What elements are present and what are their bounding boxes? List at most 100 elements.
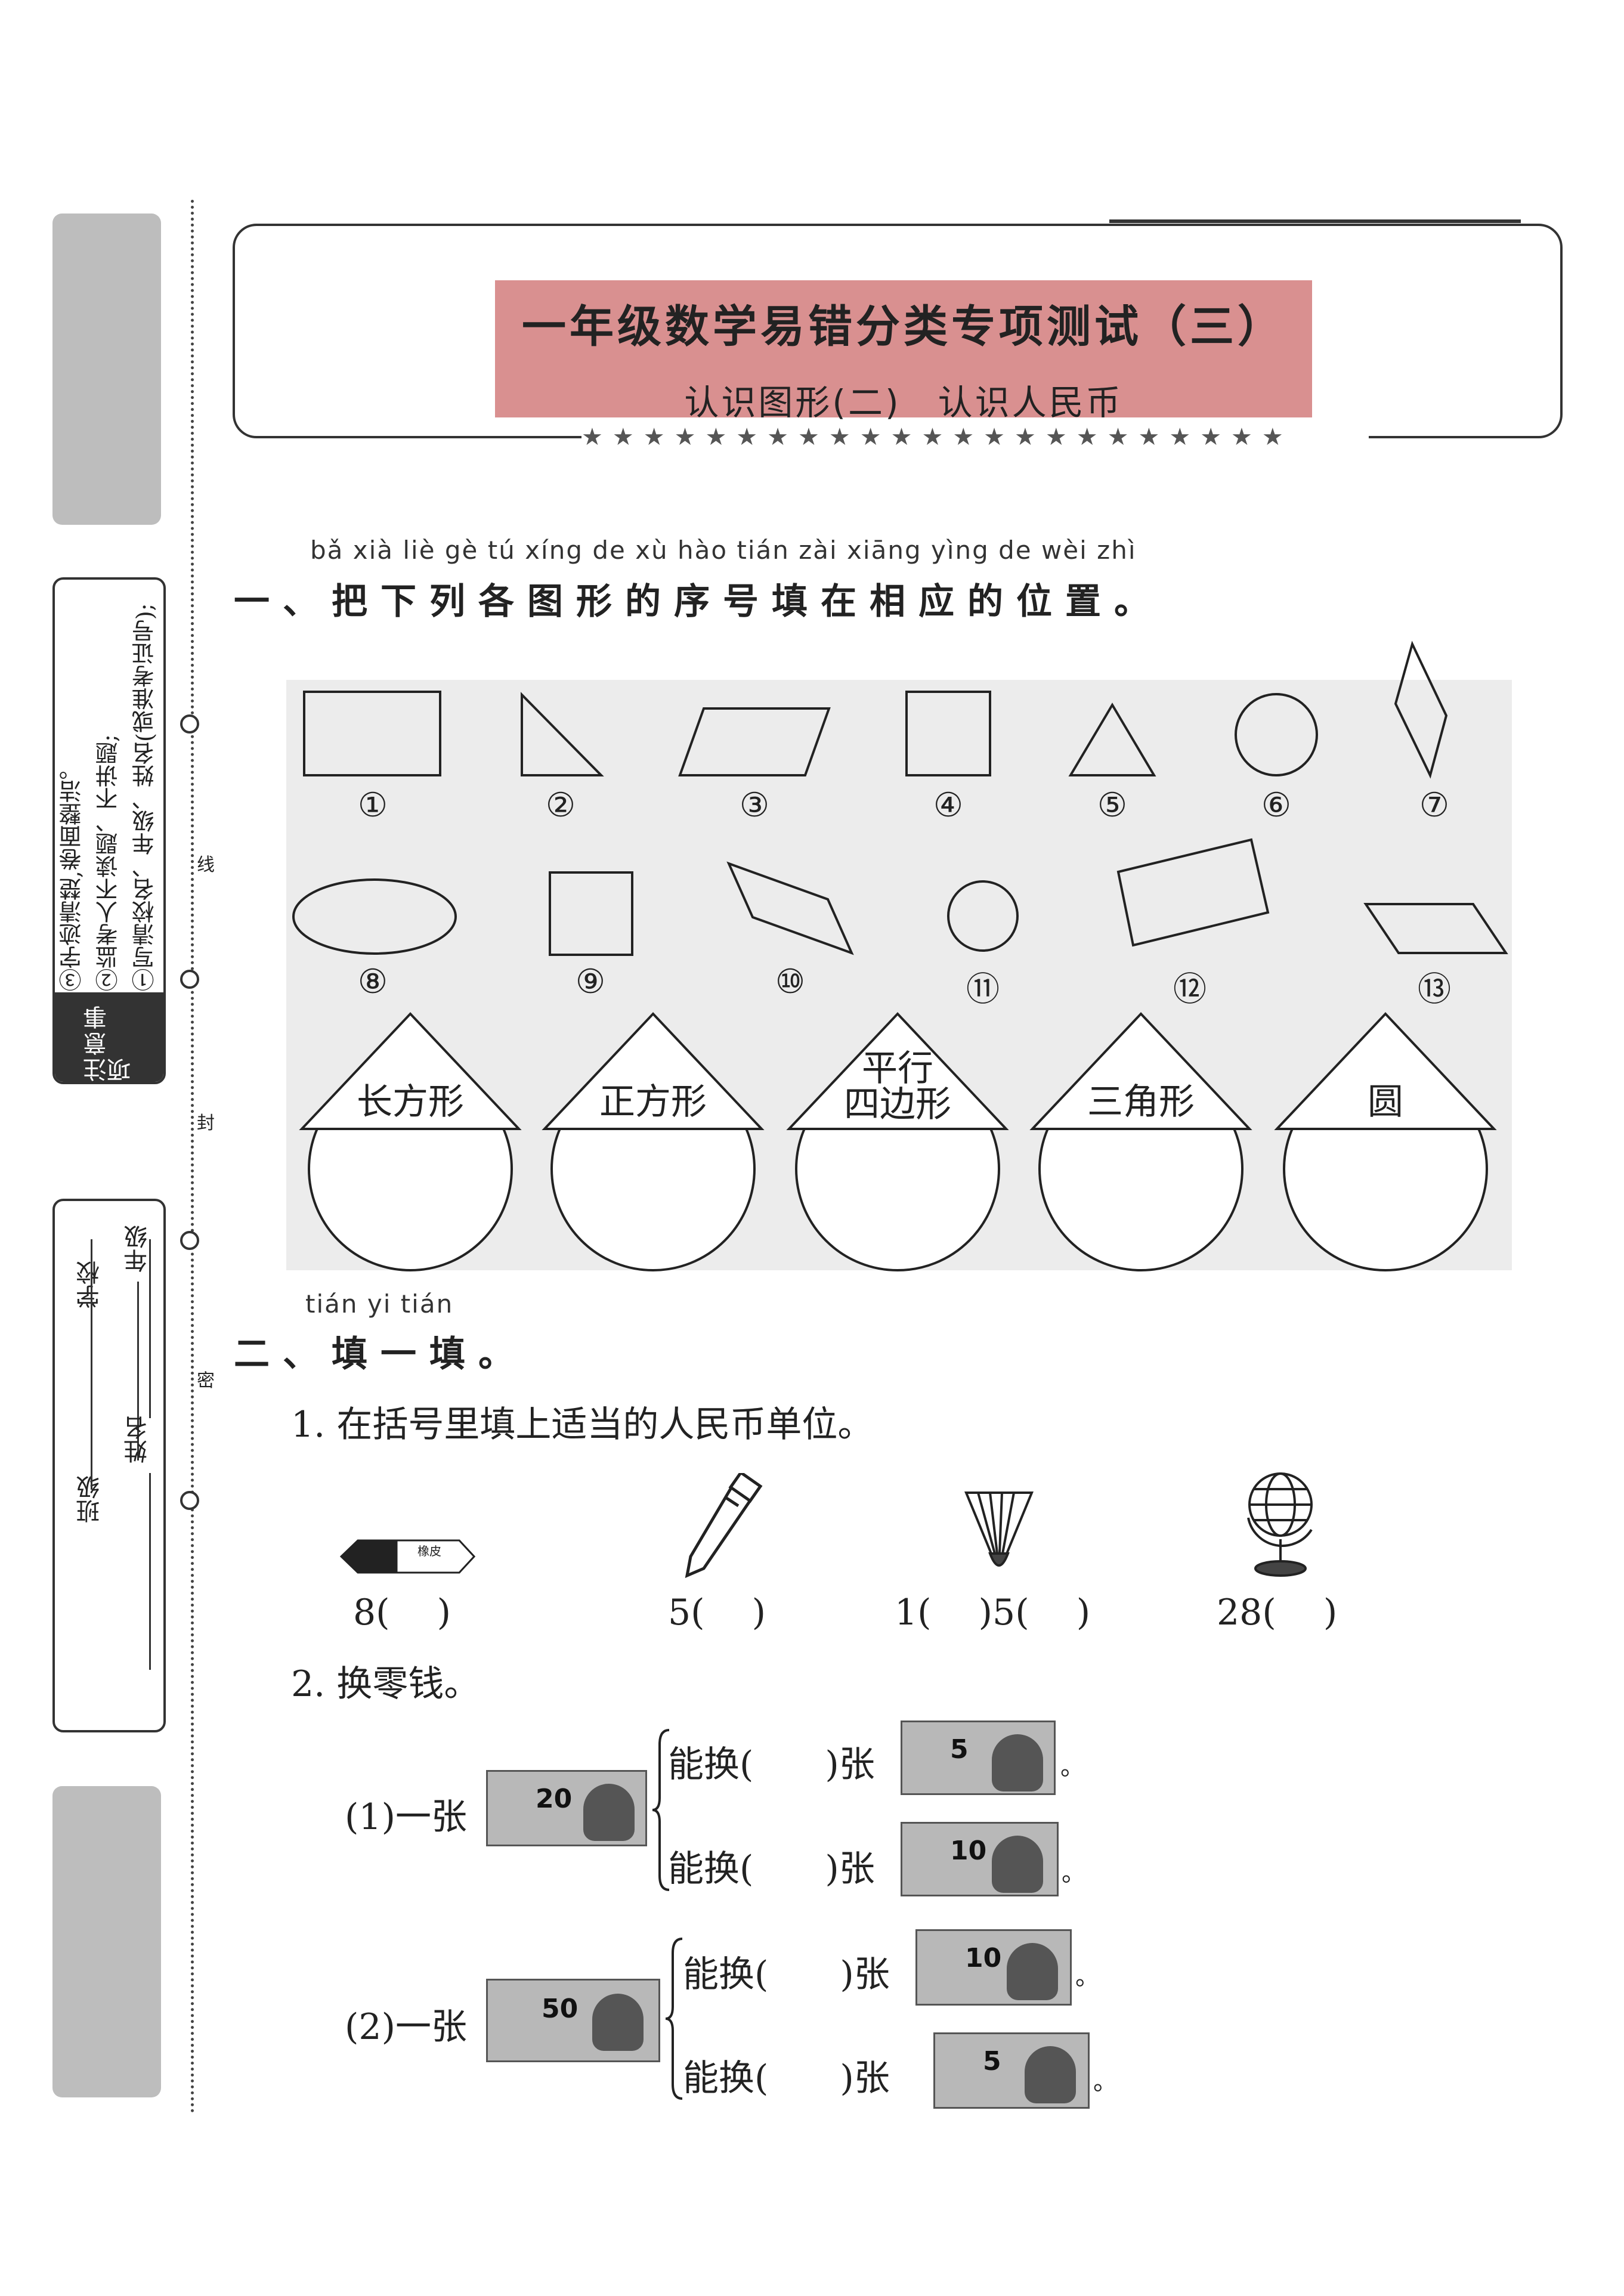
brace-2 [665, 1938, 683, 2100]
house-roof-3 [786, 1012, 1009, 1130]
q1-pinyin: bǎ xià liè gè tú xíng de xù hào tián zài… [310, 536, 1137, 565]
bill-5-a: 5 [901, 1721, 1056, 1795]
exchange-2a-period: 。 [1075, 1963, 1099, 1991]
shape-number-7: ⑦ [1419, 786, 1450, 825]
star-divider: ★★★★★★★★★★★★★★★★★★★★★★★ [581, 423, 1293, 451]
shape-number-11: ⑪ [966, 970, 1000, 1009]
binding-hole-1 [180, 714, 199, 734]
shape-6-circle [1235, 693, 1318, 776]
binding-hole-2 [180, 970, 199, 989]
bill-10-b: 10 [915, 1929, 1072, 2006]
q2-item2-text: 2. 换零钱。 [291, 1663, 480, 1705]
shape-number-10: ⑩ [775, 963, 806, 1001]
shape-7-rhombus [1394, 640, 1448, 779]
shape-number-5: ⑤ [1097, 786, 1128, 825]
shape-number-13: ⑬ [1418, 970, 1451, 1009]
price-eraser[interactable]: 8( ) [353, 1592, 451, 1633]
shape-10-parallelogram [726, 861, 854, 955]
info-col-right: 年级 姓名 [120, 1225, 156, 1714]
cut-dotted-line [191, 200, 194, 2114]
exchange-1a-period: 。 [1060, 1753, 1084, 1781]
shapes-figure [292, 640, 1508, 1271]
answer-zone-rectangle[interactable] [334, 1139, 487, 1246]
shape-number-9: ⑨ [575, 963, 606, 1001]
bill-10-b-value: 10 [965, 1943, 1002, 1973]
globe-icon [1247, 1472, 1313, 1577]
bill-10-a-value: 10 [950, 1836, 987, 1866]
bill-50-value: 50 [542, 1994, 579, 2024]
notes-box: ③字迹清楚,卷面整洁。 ②监考人不读题、不讲题; ①写清校名、年级、姓名(或准考… [52, 577, 166, 1084]
info-label-name: 姓名 [124, 1416, 151, 1463]
shape-number-8: ⑧ [357, 963, 388, 1001]
shape-8-ellipse [292, 878, 457, 955]
info-line-grade[interactable] [149, 1239, 151, 1418]
student-info-box: 年级 姓名 学校 班级 [52, 1199, 166, 1732]
margin-gray-block-bottom [52, 1786, 161, 2097]
exchange-2-label: (2)一张 [345, 2006, 467, 2048]
answer-zone-square[interactable] [577, 1139, 729, 1246]
shuttlecock-icon [964, 1492, 1034, 1567]
page-subtitle: 认识图形(二) 认识人民币 [684, 382, 1123, 423]
q2-pinyin: tián yi tián [305, 1289, 454, 1319]
category-rectangle: 长方形 [357, 1081, 464, 1123]
page-title: 一年级数学易错分类专项测试（三） [522, 301, 1285, 352]
header-bottom-gap [581, 429, 1369, 443]
house-roof-5 [1274, 1012, 1497, 1130]
shape-2-right-triangle [521, 692, 604, 776]
brace-1 [652, 1729, 670, 1891]
header-accent-line [1109, 219, 1521, 223]
shape-number-2: ② [545, 786, 576, 825]
q1-heading: 一、把下列各图形的序号填在相应的位置。 [234, 581, 1163, 623]
answer-zone-parallelogram[interactable] [821, 1139, 974, 1246]
bill-20-value: 20 [536, 1784, 573, 1814]
shape-4-square [905, 691, 991, 776]
eraser-label: 橡皮 [417, 1544, 441, 1558]
exchange-2a-text[interactable]: 能换( )张 [683, 1954, 890, 1995]
title-band [495, 280, 1312, 417]
price-pen[interactable]: 5( ) [668, 1592, 766, 1633]
cut-label-close: 密 [197, 1370, 215, 1391]
exchange-2b-period: 。 [1093, 2068, 1117, 2096]
shape-number-4: ④ [933, 786, 964, 825]
category-parallelogram: 平行 四边形 [844, 1048, 951, 1125]
shape-12-rectangle [1116, 838, 1270, 947]
price-globe[interactable]: 28( ) [1217, 1592, 1338, 1633]
shape-number-6: ⑥ [1261, 786, 1292, 825]
q2-item1-text: 1. 在括号里填上适当的人民币单位。 [291, 1404, 874, 1446]
shape-9-square [549, 871, 633, 956]
q2-heading: 二、填一填。 [234, 1333, 527, 1375]
info-line-school[interactable] [91, 1239, 92, 1490]
exchange-1b-period: 。 [1062, 1859, 1085, 1887]
cut-label-line: 线 [197, 855, 215, 875]
info-label-class: 班级 [76, 1475, 104, 1523]
exchange-1b-text[interactable]: 能换( )张 [668, 1848, 875, 1890]
shape-number-12: ⑫ [1173, 970, 1207, 1009]
grade-line [137, 1282, 139, 1460]
answer-zone-triangle[interactable] [1065, 1139, 1217, 1246]
bill-20: 20 [486, 1770, 647, 1846]
bill-5-b: 5 [933, 2032, 1090, 2109]
price-shuttlecock[interactable]: 1( )5( ) [895, 1592, 1091, 1633]
binding-hole-4 [180, 1491, 199, 1510]
exchange-2b-text[interactable]: 能换( )张 [683, 2057, 890, 2099]
binding-hole-3 [180, 1231, 199, 1250]
bill-50: 50 [486, 1979, 660, 2062]
shape-number-3: ③ [739, 786, 770, 825]
house-roof-1 [299, 1012, 522, 1130]
category-circle: 圆 [1368, 1081, 1403, 1123]
house-roof-2 [542, 1012, 765, 1130]
bill-5-b-value: 5 [983, 2046, 1001, 2077]
shape-3-parallelogram [678, 707, 831, 776]
eraser-icon: 橡皮 [340, 1539, 476, 1574]
notes-header: 注意事项 [55, 992, 163, 1082]
answer-zone-circle[interactable] [1309, 1139, 1462, 1246]
pen-icon [685, 1473, 763, 1579]
shape-1-rectangle [303, 691, 441, 776]
margin-gray-block-top [52, 213, 161, 525]
bill-5-a-value: 5 [950, 1734, 969, 1765]
info-line-name[interactable] [149, 1473, 151, 1670]
exchange-1-label: (1)一张 [345, 1796, 467, 1838]
shape-13-parallelogram [1363, 903, 1508, 954]
exchange-1a-text[interactable]: 能换( )张 [668, 1744, 875, 1786]
category-square: 正方形 [599, 1081, 707, 1123]
